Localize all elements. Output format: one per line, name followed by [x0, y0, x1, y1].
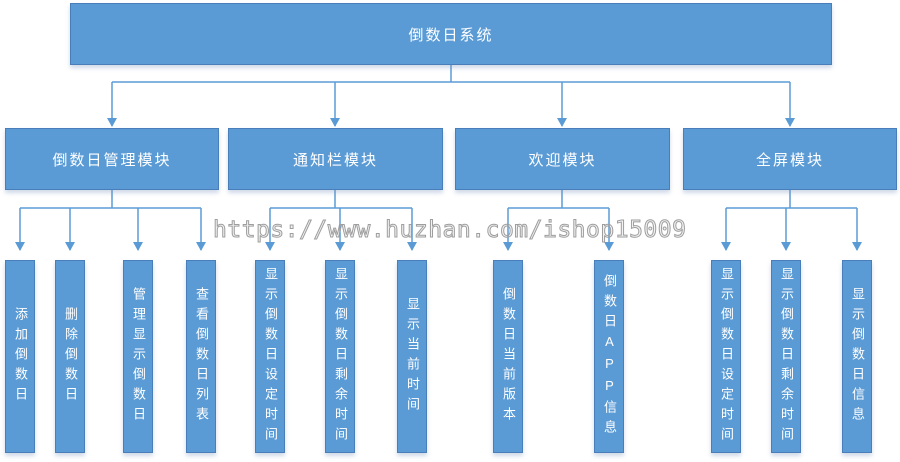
- node-root: 倒数日系统: [70, 3, 832, 65]
- module-label: 欢迎模块: [528, 151, 597, 169]
- leaf-label: 添加倒数日: [13, 306, 28, 407]
- leaf-bar: 添加倒数日: [5, 260, 35, 453]
- leaf-label: 显示倒数日剩余时间: [779, 266, 794, 447]
- leaf-bar: 倒数日当前版本: [493, 260, 523, 453]
- node-root-label: 倒数日系统: [408, 26, 494, 44]
- leaf-label: 倒数日APP信息: [602, 273, 617, 440]
- leaf-label: 倒数日当前版本: [501, 286, 516, 427]
- leaf-bar: 删除倒数日: [55, 260, 85, 453]
- leaf-bar: 显示倒数日设定时间: [711, 260, 741, 453]
- module-box-fullscreen: 全屏模块: [683, 128, 897, 190]
- leaf-label: 删除倒数日: [63, 306, 78, 407]
- leaf-label: 显示倒数日信息: [850, 286, 865, 427]
- leaf-bar: 查看倒数日列表: [186, 260, 216, 453]
- leaf-label: 查看倒数日列表: [194, 286, 209, 427]
- leaf-bar: 倒数日APP信息: [594, 260, 624, 453]
- leaf-label: 显示倒数日剩余时间: [333, 266, 348, 447]
- module-label: 全屏模块: [755, 151, 824, 169]
- leaf-bar: 显示倒数日剩余时间: [771, 260, 801, 453]
- leaf-bar: 管理显示倒数日: [123, 260, 153, 453]
- leaf-label: 显示倒数日设定时间: [263, 266, 278, 447]
- module-box-notification-bar: 通知栏模块: [228, 128, 443, 190]
- watermark-url: https://www.huzhan.com/ishop15009: [212, 217, 687, 244]
- module-box-countdown-management: 倒数日管理模块: [5, 128, 219, 190]
- module-label: 倒数日管理模块: [52, 151, 172, 169]
- leaf-label: 显示当前时间: [405, 296, 420, 417]
- leaf-label: 管理显示倒数日: [131, 286, 146, 427]
- leaf-bar: 显示当前时间: [397, 260, 427, 453]
- leaf-bar: 显示倒数日信息: [842, 260, 872, 453]
- leaf-bar: 显示倒数日设定时间: [255, 260, 285, 453]
- leaf-label: 显示倒数日设定时间: [719, 266, 734, 447]
- module-box-welcome: 欢迎模块: [455, 128, 670, 190]
- leaf-bar: 显示倒数日剩余时间: [325, 260, 355, 453]
- module-label: 通知栏模块: [292, 151, 378, 169]
